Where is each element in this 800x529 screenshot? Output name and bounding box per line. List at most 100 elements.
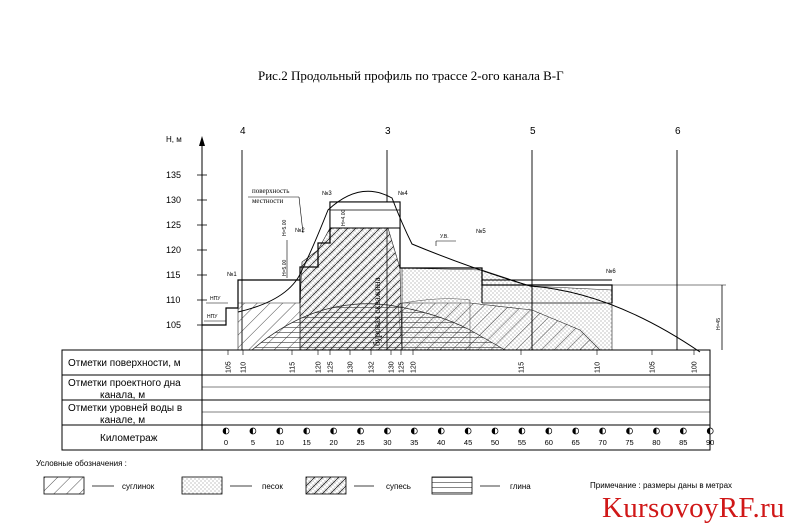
figure-title: Рис.2 Продольный профиль по трассе 2-ого…	[258, 68, 564, 83]
km-marker: 80	[652, 427, 661, 447]
km-marker: 0	[222, 427, 230, 447]
surface-mark: 120	[411, 361, 418, 373]
min-water-label-1: НПУ	[210, 296, 221, 302]
row-label-bottom-2: канала, м	[100, 390, 145, 401]
station-label: 6	[675, 126, 681, 137]
y-tick-label: 125	[166, 220, 181, 230]
y-tick-label: 135	[166, 170, 181, 180]
watermark: KursovoyRF.ru	[602, 488, 798, 528]
legend-label-clay: глина	[510, 482, 531, 491]
legend-label-loam: суглинок	[122, 482, 155, 491]
km-marker: 65	[572, 427, 580, 447]
y-axis-label: Н, м	[166, 135, 182, 144]
km-label: 60	[545, 438, 553, 447]
km-label: 40	[437, 438, 445, 447]
km-label: 45	[464, 438, 472, 447]
min-water-label-2: НПУ	[207, 314, 218, 320]
y-tick-group: 135 130 125 120 115 110 105	[166, 170, 207, 330]
row-label-water-2: канале, м	[100, 415, 145, 426]
well-label: №3	[322, 190, 332, 197]
km-label: 55	[518, 438, 526, 447]
dim-2: Н=5.00	[282, 220, 288, 236]
km-marker: 40	[437, 427, 445, 447]
km-marker: 5	[249, 427, 257, 447]
km-label: 80	[652, 438, 660, 447]
well-labels: №1 №2 №3 №4 №5 №6	[227, 190, 616, 278]
km-marker: 10	[276, 427, 284, 447]
surface-mark: 105	[226, 361, 233, 373]
y-tick-label: 120	[166, 245, 181, 255]
surface-mark: 110	[595, 362, 602, 373]
km-label: 85	[679, 438, 687, 447]
y-tick-label: 105	[166, 320, 181, 330]
y-tick-label: 115	[166, 270, 180, 280]
station-label: 5	[530, 126, 536, 137]
km-marker: 75	[625, 427, 634, 447]
watermark-suffix: .ru	[752, 492, 785, 524]
surface-mark: 115	[290, 362, 297, 373]
km-marker: 55	[518, 427, 526, 447]
km-label: 75	[625, 438, 633, 447]
surface-mark: 125	[328, 361, 335, 373]
km-marker: 90	[706, 427, 714, 447]
km-label: 35	[410, 438, 418, 447]
km-label: 30	[383, 438, 391, 447]
surface-mark: 120	[316, 361, 323, 373]
km-label: 10	[276, 438, 284, 447]
km-marks: 0 5 10 15 20 25 30 35 40 45 50 55 60 65 70 75 80 85 90	[222, 427, 714, 447]
station-label: 4	[240, 126, 246, 137]
well-label: №4	[398, 190, 408, 197]
y-axis: Н, м 135 130 125 120 115 110 105	[166, 135, 207, 352]
km-label: 90	[706, 438, 714, 447]
legend-swatch-clay	[431, 476, 473, 495]
well-label: №5	[476, 228, 486, 235]
legend-swatch-loam	[43, 476, 85, 495]
surface-label-1: поверхность	[252, 187, 289, 195]
layer-sand-pocket	[397, 298, 471, 351]
km-marker: 30	[383, 427, 392, 447]
legend-title: Условные обозначения :	[36, 459, 127, 468]
surface-callout: поверхность местности	[248, 187, 304, 234]
km-marker: 45	[464, 427, 472, 447]
y-tick-label: 110	[166, 295, 180, 305]
legend-swatch-sand	[181, 476, 223, 495]
y-tick-label: 130	[166, 195, 181, 205]
canal-cap	[329, 201, 401, 229]
km-marker: 70	[598, 427, 607, 447]
km-label: 70	[598, 438, 606, 447]
legend: Условные обозначения : суглинок песок су…	[36, 459, 732, 495]
dimension-notes: Н=5.00 Н=5.00 Н=4.00 У.В. НПУ НПУ бурова…	[204, 210, 456, 346]
profile-table: Отметки поверхности, м Отметки проектног…	[61, 349, 714, 451]
km-marker: 25	[356, 427, 365, 447]
well-label: №2	[295, 227, 305, 234]
soil-layers	[237, 227, 613, 351]
well-label: №6	[606, 268, 616, 275]
water-level-label: У.В.	[440, 234, 449, 240]
surface-mark: 105	[650, 361, 657, 373]
surface-mark: 125	[399, 361, 406, 373]
well-label: №1	[227, 271, 237, 278]
km-label: 15	[303, 438, 311, 447]
km-label: 25	[356, 438, 364, 447]
legend-swatch-sandy-loam	[305, 476, 347, 495]
surface-mark: 130	[389, 361, 396, 373]
station-label: 3	[385, 126, 391, 137]
km-label: 20	[329, 438, 337, 447]
km-label: 0	[224, 438, 228, 447]
dim-right: Н=45	[716, 318, 722, 330]
km-marker: 85	[679, 427, 687, 447]
dim-1: Н=5.00	[282, 260, 288, 276]
km-marker: 60	[545, 427, 553, 447]
km-label: 65	[572, 438, 580, 447]
km-label: 50	[491, 438, 499, 447]
surface-mark: 100	[692, 361, 699, 373]
km-marker: 20	[329, 427, 338, 447]
row-label-bottom-1: Отметки проектного дна	[68, 378, 181, 389]
watermark-text: KursovoyRF	[602, 492, 753, 524]
legend-note: Примечание : размеры даны в метрах	[590, 481, 732, 490]
legend-label-sand: песок	[262, 482, 283, 491]
legend-label-sandy-loam: супесь	[386, 482, 411, 491]
km-marker: 50	[491, 427, 499, 447]
